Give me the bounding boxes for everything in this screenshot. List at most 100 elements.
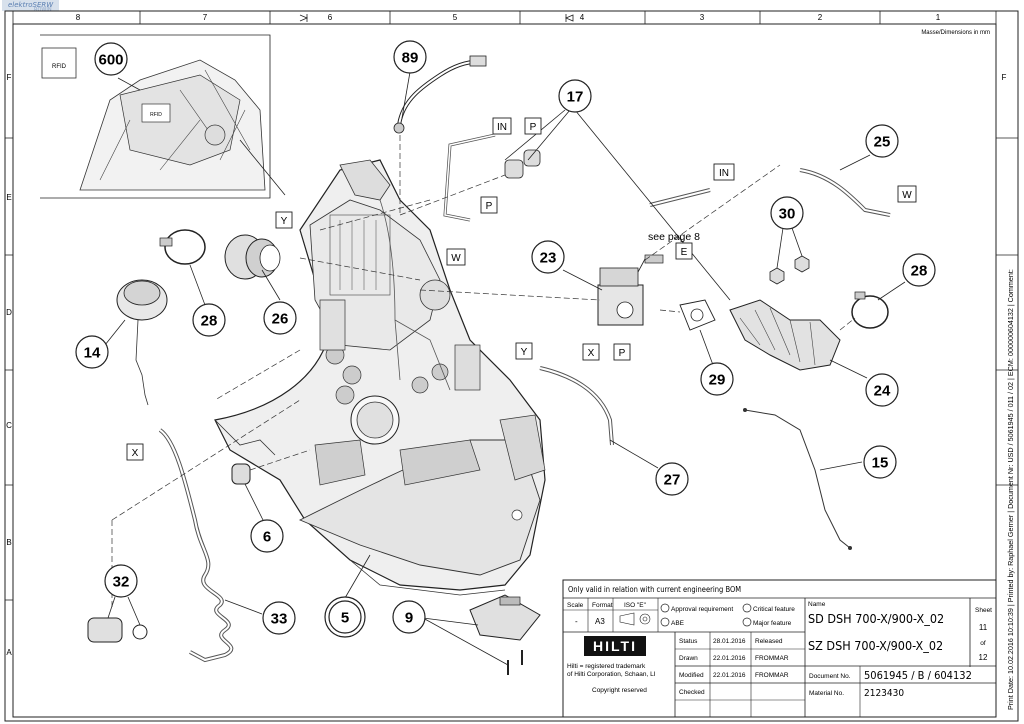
callout-circle — [263, 301, 297, 335]
callout-number: 33 — [271, 611, 288, 628]
callout-circle — [558, 79, 592, 113]
column-label: 3 — [700, 13, 705, 22]
approval-checkbox — [660, 603, 670, 613]
tag-label: Y — [281, 216, 288, 227]
callout-number: 17 — [567, 89, 584, 106]
tag-label: W — [902, 190, 912, 201]
part-15-cable — [743, 408, 852, 550]
iso-label: ISO "E" — [624, 602, 647, 609]
row-label: A — [6, 648, 12, 657]
format-value: A3 — [595, 617, 605, 626]
name-line-2: SZ DSH 700-X/900-X_02 — [808, 638, 943, 653]
sheet-label: Sheet — [975, 607, 992, 614]
tag-label: IN — [719, 168, 729, 179]
part-28-clamp-right — [851, 291, 889, 329]
callout-number: 27 — [664, 472, 681, 489]
tube-in-inner — [649, 189, 711, 206]
callout-circle — [531, 240, 565, 274]
callout-number: 32 — [113, 574, 130, 591]
document-no-label: Document No. — [809, 673, 851, 680]
watermark-brand: elektroSERW — [8, 1, 54, 9]
tag-box — [713, 163, 735, 181]
callout-circle — [770, 196, 804, 230]
hilti-logo-text: HILTI — [593, 638, 637, 654]
inset-rfid-text: RFID — [150, 112, 162, 118]
row-label: E — [6, 193, 11, 202]
tag-box — [515, 342, 533, 360]
callout-circle — [902, 253, 936, 287]
callout-circle — [104, 564, 138, 598]
dimensions-note: Masse/Dimensions in mm — [921, 30, 990, 36]
part-28-clamp-left — [159, 229, 206, 265]
sheet-number: 11 — [979, 623, 988, 632]
column-labels-top: 8 7 6 5 4 3 2 1 — [76, 13, 941, 22]
status-label: Status — [679, 638, 698, 645]
sheet-of: of — [980, 640, 986, 647]
tag-label: P — [530, 122, 537, 133]
see-page-note: see page 8 — [648, 231, 700, 243]
outer-frame — [4, 10, 1019, 722]
callout-number: 6 — [263, 529, 271, 546]
tag-label: E — [681, 247, 688, 258]
callout-number: 26 — [272, 311, 289, 328]
row-grid-left — [5, 137, 1018, 601]
critical-feature-checkbox — [742, 603, 752, 613]
part-29-gasket — [679, 299, 716, 331]
row-label: C — [6, 421, 12, 430]
abe-checkbox — [660, 617, 670, 627]
approval-requirement: Approval requirement — [671, 606, 733, 613]
part-27-hose — [539, 366, 614, 446]
tag-box — [126, 443, 144, 461]
callout-number: 14 — [84, 345, 101, 362]
tag-box — [582, 343, 600, 361]
tag-box — [446, 248, 466, 266]
part-17-valves — [443, 133, 541, 222]
callout-bubbles: 600 89 17 25 30 28 23 26 28 14 29 24 27 … — [75, 40, 936, 638]
inset-detail-view: RFID RFID — [40, 34, 286, 199]
callout-circle — [250, 519, 284, 553]
tag-box — [480, 196, 498, 214]
critical-feature: Critical feature — [753, 606, 795, 613]
major-feature-checkbox — [742, 617, 752, 627]
document-no-value: 5061945 / B / 604132 — [864, 669, 972, 682]
part-30-nuts — [769, 255, 810, 285]
tag-label: Y — [521, 347, 528, 358]
format-label: Format — [592, 602, 613, 609]
part-24-manifold — [729, 299, 841, 371]
part-9-bracket — [469, 594, 541, 675]
center-mark-top-left — [299, 14, 309, 22]
row-label: F — [1002, 73, 1007, 82]
trademark-line-2: of Hilti Corporation, Schaan, LI — [567, 671, 656, 678]
callout-circle — [865, 373, 899, 407]
hilti-logo — [584, 636, 646, 656]
assembly-lines — [111, 135, 856, 610]
leader-lines — [104, 71, 906, 666]
drawn-label: Drawn — [679, 655, 698, 662]
material-no-label: Material No. — [809, 690, 844, 697]
column-label: 8 — [76, 13, 81, 22]
status-date: 28.01.2016 — [713, 638, 746, 645]
tag-box — [897, 185, 917, 203]
callout-circle — [94, 42, 128, 76]
callout-circle — [700, 362, 734, 396]
drawn-date: 22.01.2016 — [713, 655, 746, 662]
tag-label: P — [619, 348, 626, 359]
callout-circle — [192, 303, 226, 337]
row-labels-left: F E D C B A — [6, 73, 12, 657]
modified-label: Modified — [679, 672, 704, 679]
column-label: 1 — [936, 13, 941, 22]
tag-box — [275, 211, 293, 229]
callout-circle — [655, 462, 689, 496]
callout-circle — [262, 601, 296, 635]
callout-circle — [392, 600, 426, 634]
column-label: 6 — [328, 13, 333, 22]
tag-box — [613, 343, 631, 361]
callout-circle — [863, 445, 897, 479]
drawn-value: FROMMAR — [755, 655, 789, 662]
status-value: Released — [755, 638, 783, 645]
callout-number: 28 — [911, 263, 928, 280]
tag-label: X — [588, 348, 595, 359]
sheet-total: 12 — [979, 653, 988, 662]
callout-number: 24 — [874, 383, 891, 400]
